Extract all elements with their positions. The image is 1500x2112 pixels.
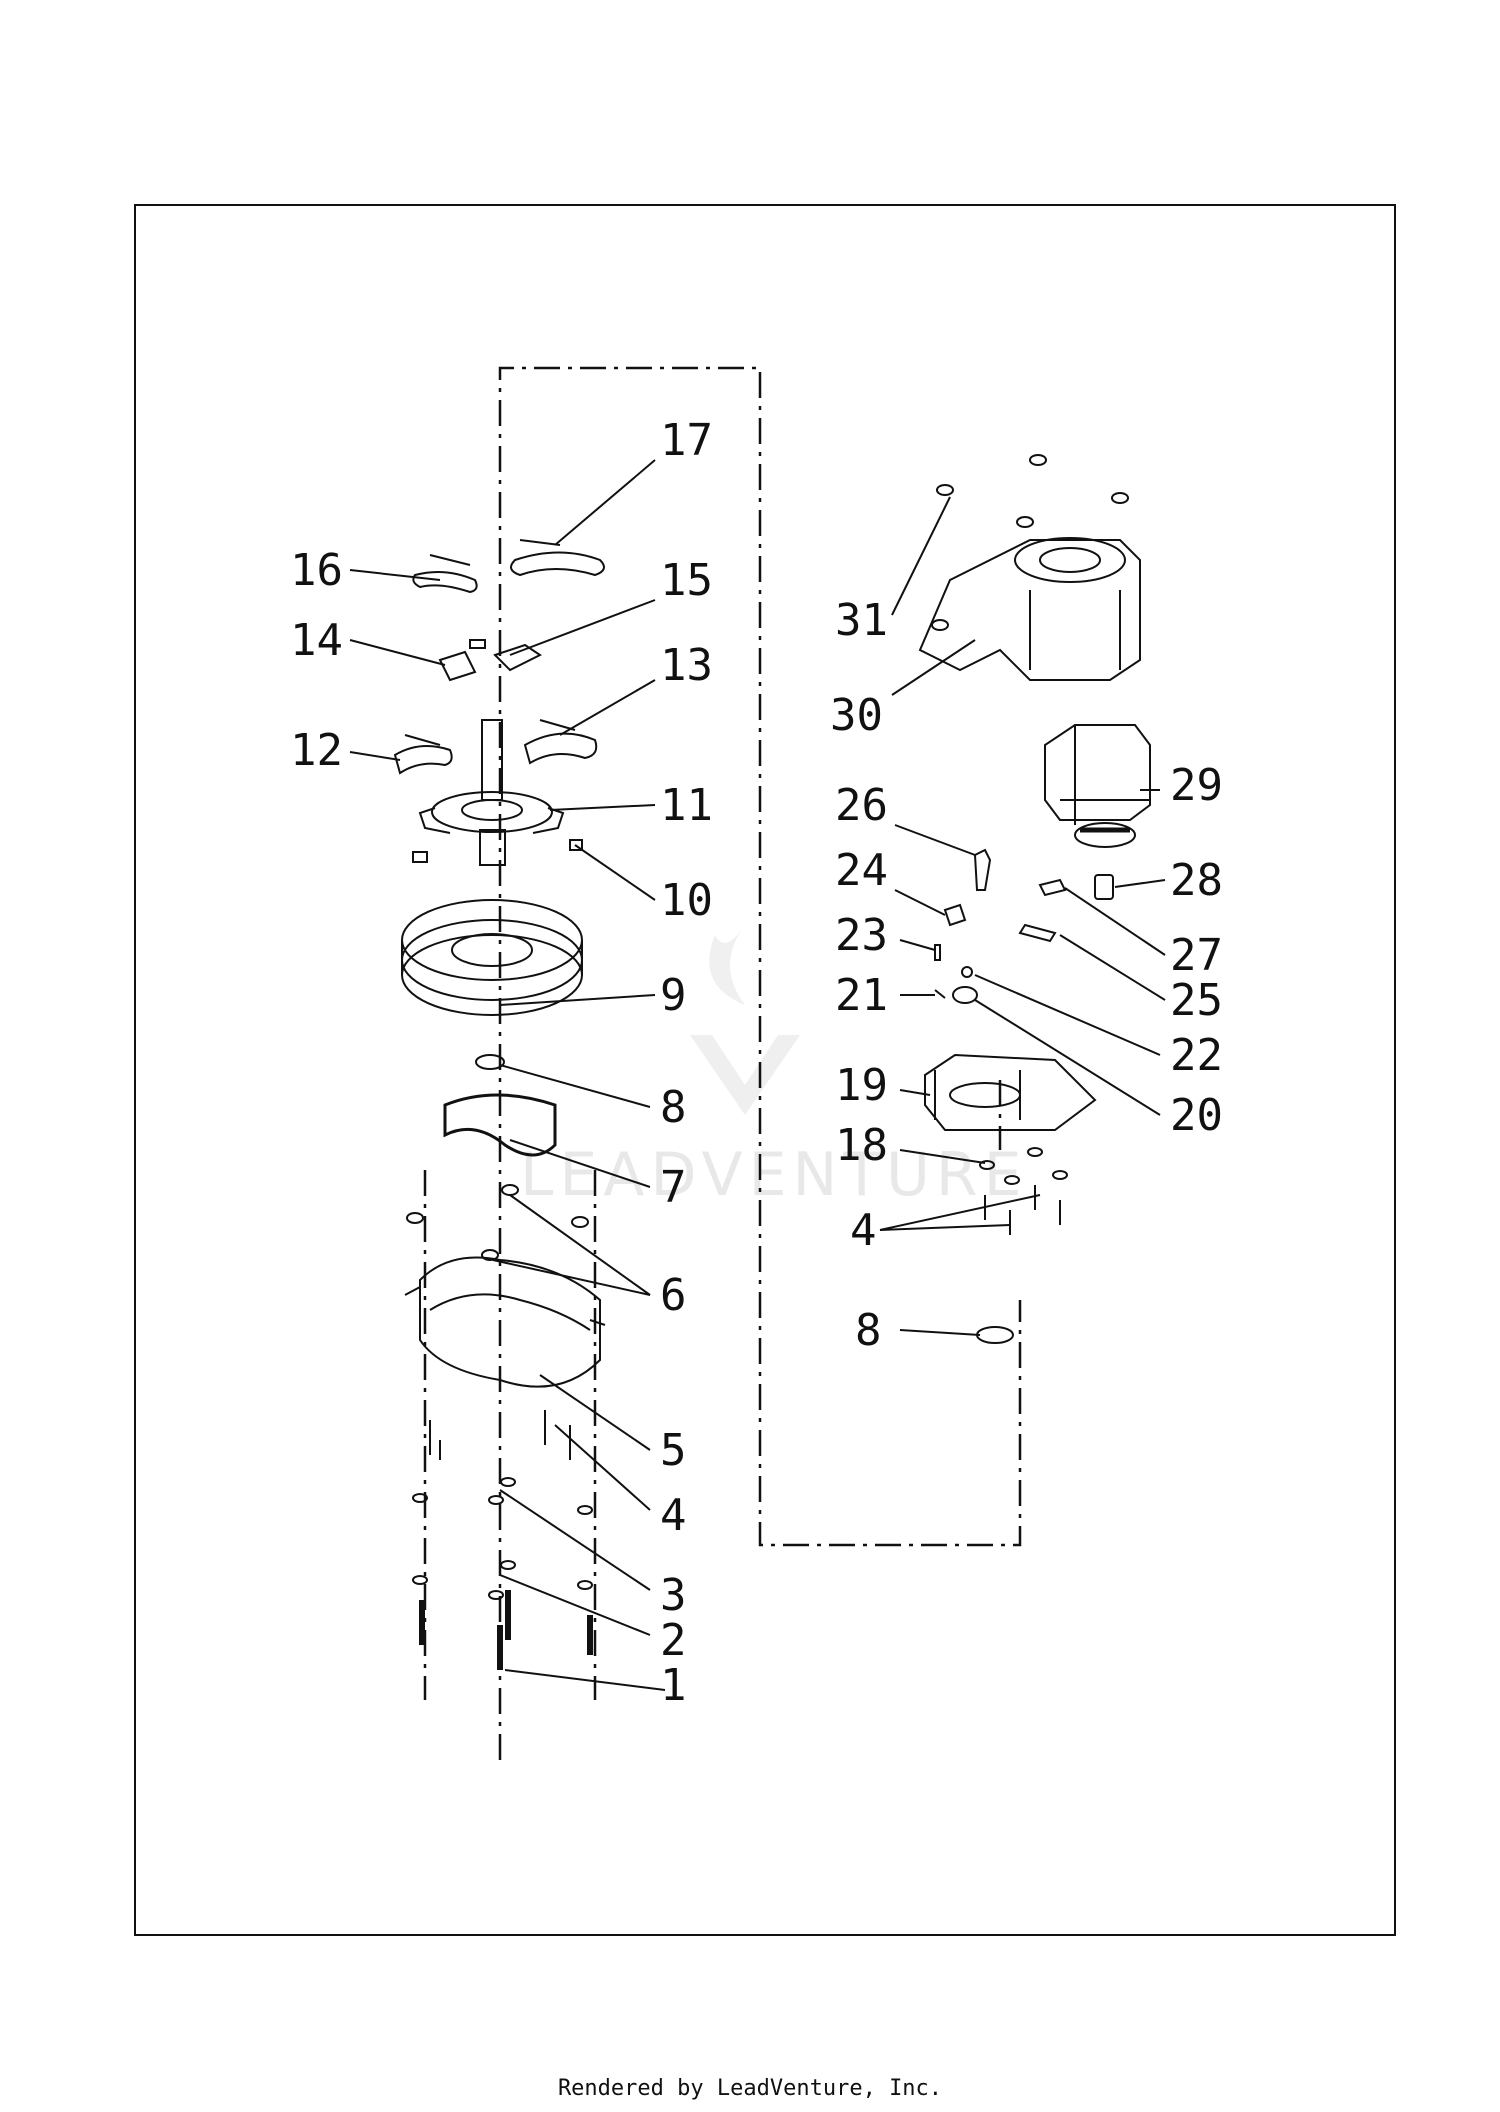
part-14-clip [438, 650, 477, 682]
callout-6: 6 [660, 1270, 687, 1321]
left-assembly-parts [393, 539, 606, 1670]
part-15-clip [493, 643, 542, 672]
callout-leaders [349, 459, 1166, 1691]
part-10-nut [569, 839, 583, 851]
callout-2: 2 [660, 1615, 687, 1666]
callout-13: 13 [660, 640, 713, 691]
part-16-bracket [412, 570, 478, 594]
assembly-boundary [423, 366, 1022, 1760]
footer-credit: Rendered by LeadVenture, Inc. [557, 2076, 943, 2101]
part-9-pulley [401, 899, 583, 1016]
callout-22: 22 [1170, 1030, 1223, 1081]
part-24-clip [943, 903, 967, 927]
callout-14: 14 [290, 615, 343, 666]
callout-7: 7 [660, 1162, 687, 1213]
part-29-motor [1044, 724, 1151, 848]
part-27-connector [1038, 878, 1067, 897]
callout-30: 30 [830, 690, 883, 741]
part-23-spring [934, 944, 941, 961]
callout-29: 29 [1170, 760, 1223, 811]
callout-18: 18 [835, 1120, 888, 1171]
callout-12: 12 [290, 725, 343, 776]
callout-3: 3 [660, 1570, 687, 1621]
callout-5: 5 [660, 1425, 687, 1476]
callout-28: 28 [1170, 855, 1223, 906]
callout-8: 8 [660, 1082, 687, 1133]
part-25-connector [1018, 923, 1057, 943]
part-5-housing [404, 1256, 606, 1388]
callout-9: 9 [660, 970, 687, 1021]
callout-15: 15 [660, 555, 713, 606]
part-7-belt [443, 1093, 557, 1157]
part-26-brush [973, 848, 992, 891]
callout-26: 26 [835, 780, 888, 831]
part-11-hub [418, 719, 565, 866]
part-8-washer [475, 1054, 505, 1070]
callout-17: 17 [660, 415, 713, 466]
part-30-motor-cover [918, 537, 1141, 681]
callout-labels: 1 2 3 4 5 6 7 8 9 10 11 12 13 14 15 16 1… [290, 415, 1223, 1711]
callout-27: 27 [1170, 930, 1223, 981]
callout-4: 4 [660, 1490, 687, 1541]
part-12-bracket [393, 745, 453, 775]
callout-31: 31 [835, 595, 888, 646]
callout-24: 24 [835, 845, 888, 896]
callout-10: 10 [660, 875, 713, 926]
part-17-bracket [510, 551, 605, 577]
callout-25: 25 [1170, 975, 1223, 1026]
watermark-text: LEADVENTURE [520, 1140, 1028, 1210]
part-19-base-plate [924, 1053, 1097, 1131]
part-20-washer [952, 986, 978, 1004]
callout-16: 16 [290, 545, 343, 596]
callout-1: 1 [660, 1660, 687, 1711]
callout-8-right: 8 [855, 1305, 882, 1356]
part-22-pin [961, 966, 973, 978]
right-assembly-parts [918, 454, 1151, 1344]
leadventure-watermark: LEADVENTURE [520, 925, 1028, 1210]
callout-4-right: 4 [850, 1205, 877, 1256]
part-13-bracket [523, 732, 598, 765]
part-28-switch [1094, 874, 1114, 900]
diagram-frame [134, 204, 1396, 1936]
callout-21: 21 [835, 970, 888, 1021]
callout-19: 19 [835, 1060, 888, 1111]
callout-11: 11 [660, 780, 713, 831]
callout-20: 20 [1170, 1090, 1223, 1141]
callout-23: 23 [835, 910, 888, 961]
